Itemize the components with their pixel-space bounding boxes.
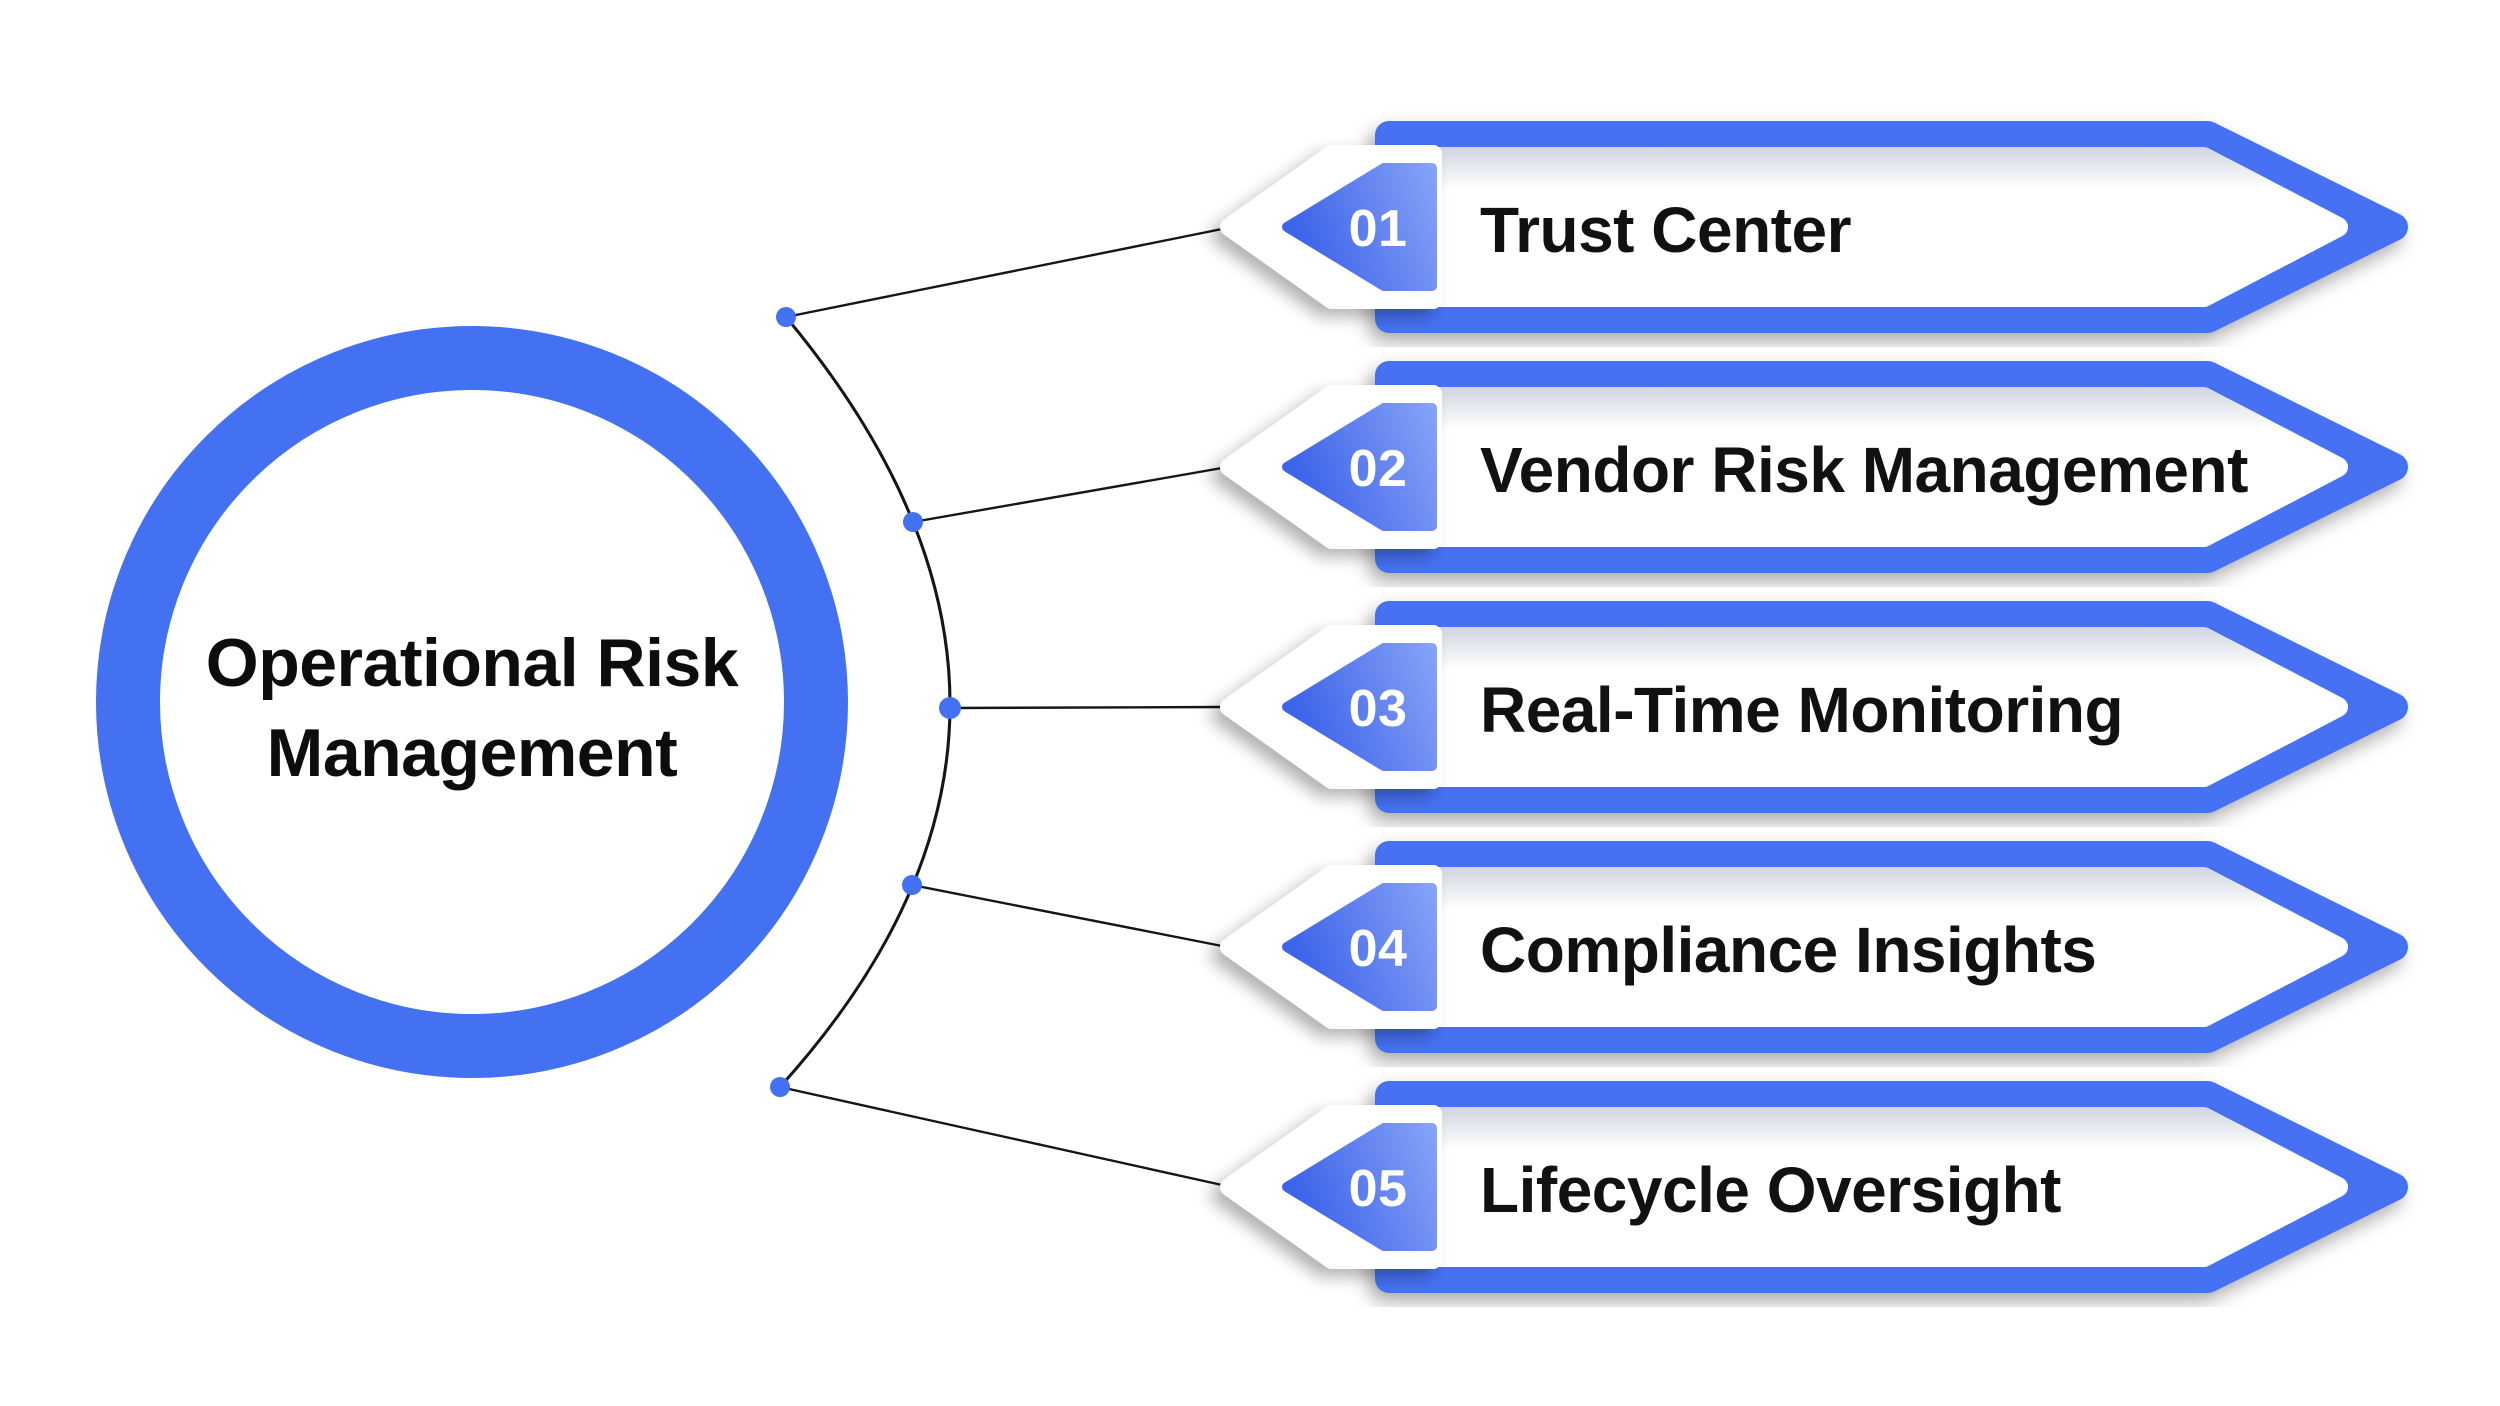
- item-banner-2: 02 Vendor Risk Management: [1180, 347, 2440, 587]
- spoke-line-4: [911, 883, 1223, 948]
- banner-inner-top-shade: [1385, 627, 2348, 787]
- spoke-line-1: [785, 227, 1223, 319]
- central-title-line1: Operational Risk: [205, 625, 739, 701]
- number-pentagon: [1282, 643, 1437, 771]
- item-label: Vendor Risk Management: [1480, 434, 2248, 506]
- connector-dot: [902, 875, 922, 895]
- item-number: 04: [1349, 920, 1408, 978]
- central-title: Operational Risk Management: [122, 618, 822, 802]
- banner-inner-top-shade: [1385, 147, 2348, 307]
- item-label: Trust Center: [1480, 194, 1851, 266]
- spoke-line-3: [949, 705, 1223, 710]
- item-label: Real-Time Monitoring: [1480, 674, 2123, 746]
- central-title-line2: Management: [266, 715, 678, 791]
- number-pentagon: [1282, 163, 1437, 291]
- banner-inner-top-shade: [1385, 1107, 2348, 1267]
- item-number: 03: [1349, 680, 1408, 738]
- spoke-line-5: [779, 1085, 1223, 1187]
- item-number: 05: [1349, 1160, 1408, 1218]
- item-banner-4: 04 Compliance Insights: [1180, 827, 2440, 1067]
- item-banner-3: 03 Real-Time Monitoring: [1180, 587, 2440, 827]
- number-pentagon: [1282, 403, 1437, 531]
- spoke-line-2: [912, 466, 1223, 524]
- connector-dot: [903, 512, 923, 532]
- number-pentagon: [1282, 1123, 1437, 1251]
- banner-inner-top-shade: [1385, 867, 2348, 1027]
- connector-dot: [770, 1077, 790, 1097]
- banner-inner-top-shade: [1385, 387, 2348, 547]
- connector-dot: [939, 697, 961, 719]
- item-label: Compliance Insights: [1480, 914, 2096, 986]
- connector-dot: [776, 307, 796, 327]
- item-number: 01: [1349, 200, 1408, 258]
- number-pentagon: [1282, 883, 1437, 1011]
- item-label: Lifecycle Oversight: [1480, 1154, 2061, 1226]
- item-number: 02: [1349, 440, 1408, 498]
- item-banner-5: 05 Lifecycle Oversight: [1180, 1067, 2440, 1307]
- item-banner-1: 01 Trust Center: [1180, 107, 2440, 347]
